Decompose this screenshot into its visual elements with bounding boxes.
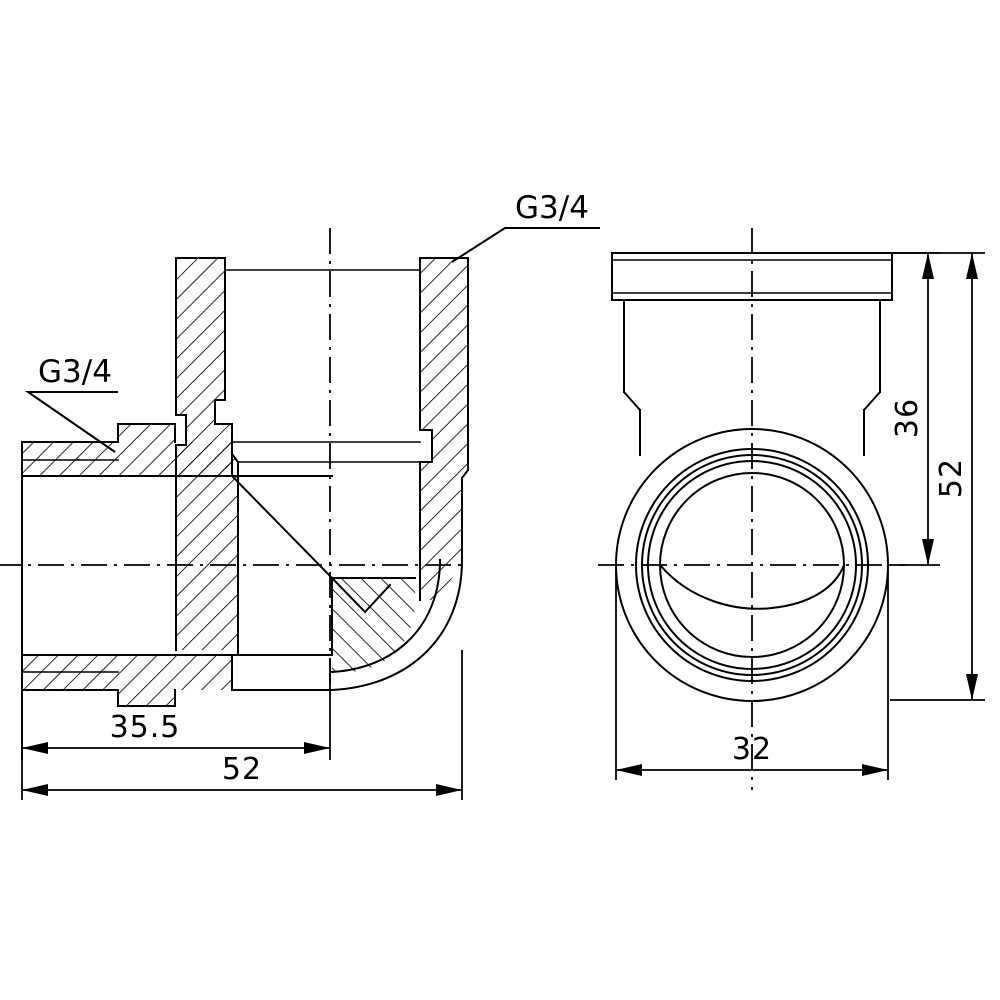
elbow-corner-geometry xyxy=(230,441,464,692)
dimension-35-5-text: 35.5 xyxy=(110,710,181,745)
vertical-socket-outline xyxy=(175,257,470,651)
end-view-socket-body xyxy=(611,252,893,456)
dimension-52-vertical: 52 xyxy=(890,252,985,701)
sectional-elbow-view xyxy=(0,228,470,707)
end-view-bore-crescent xyxy=(658,563,846,610)
thread-label-left: G3/4 xyxy=(24,354,118,453)
dimension-32: 32 xyxy=(615,570,889,780)
thread-label-top-text: G3/4 xyxy=(515,190,589,226)
dimension-36-text: 36 xyxy=(890,398,925,438)
thread-label-left-text: G3/4 xyxy=(38,354,112,390)
dimension-52-horizontal-text: 52 xyxy=(222,752,262,787)
horizontal-arm-outline xyxy=(21,423,333,707)
section-hatching xyxy=(22,258,468,706)
dimension-52-vertical-text: 52 xyxy=(934,458,969,498)
dimension-52-horizontal: 52 xyxy=(21,650,463,800)
dimension-32-text: 32 xyxy=(732,732,772,767)
dimension-35-5: 35.5 xyxy=(21,660,331,760)
end-face-view xyxy=(598,228,905,790)
thread-label-top: G3/4 xyxy=(451,190,600,263)
dimension-36: 36 xyxy=(890,252,940,566)
